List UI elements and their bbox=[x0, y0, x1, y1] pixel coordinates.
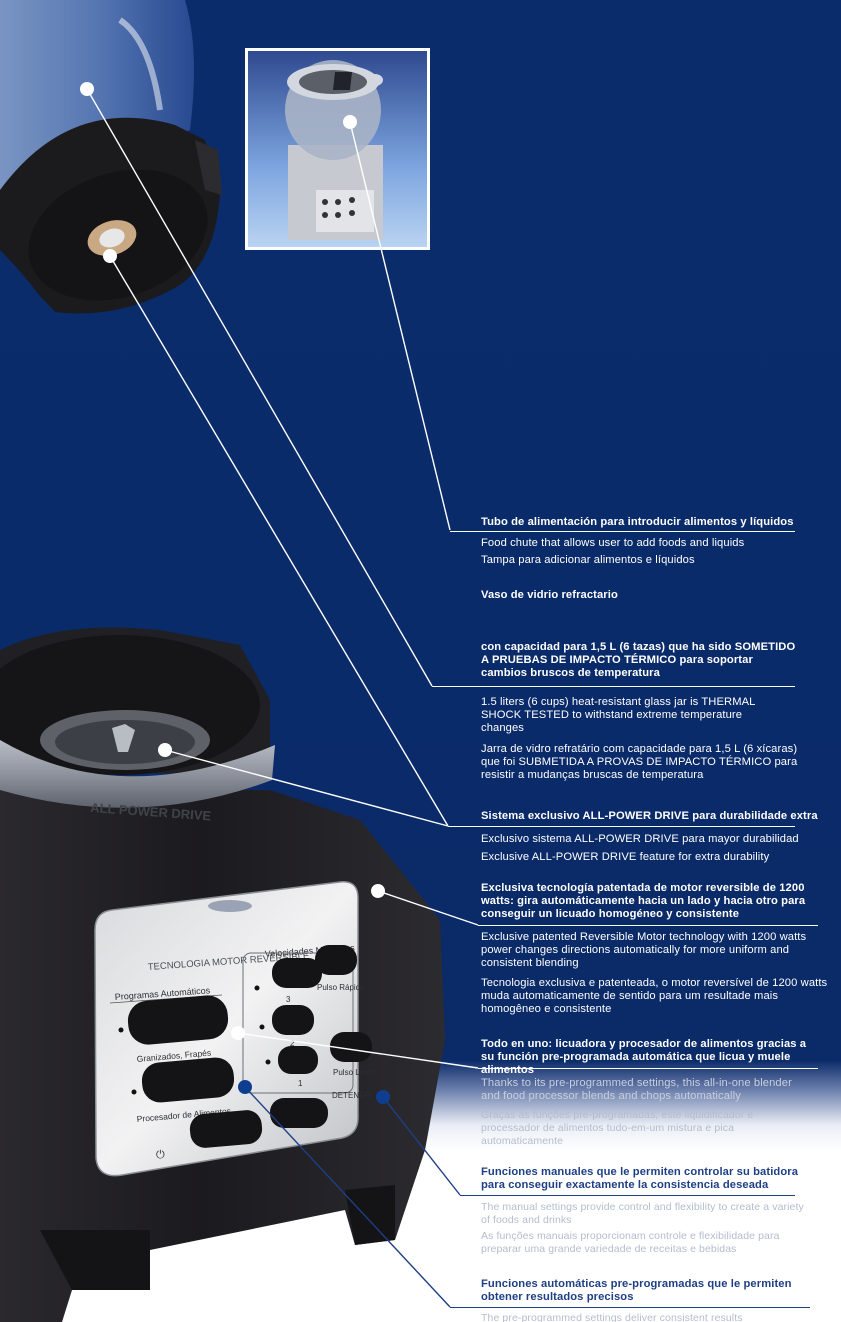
procesador-button[interactable] bbox=[140, 1056, 235, 1104]
jar-spanish: con capacidad para 1,5 L (6 tazas) que h… bbox=[481, 641, 796, 679]
auto-english: The pre-programmed settings deliver cons… bbox=[481, 1312, 743, 1322]
underline-manual bbox=[460, 1195, 795, 1196]
manual-heading: Funciones manuales que le permiten contr… bbox=[481, 1166, 799, 1191]
pulso-rapido-label: Pulso Rápido bbox=[317, 983, 365, 992]
callout-lines-dark bbox=[244, 1086, 461, 1308]
power-icon: ⏻ bbox=[156, 1148, 165, 1161]
callout-lines bbox=[86, 88, 479, 1069]
allinone-heading: Todo en uno: licuadora y procesador de a… bbox=[481, 1038, 807, 1076]
pulso-lento-label: Pulso Lento bbox=[333, 1068, 376, 1077]
allinone-portuguese: Graças às funções pré-programadas, este … bbox=[481, 1109, 754, 1147]
detener-label: DETENER bbox=[332, 1091, 370, 1100]
underline-jar bbox=[432, 686, 795, 687]
power-button[interactable] bbox=[189, 1109, 264, 1149]
inset-photo-food-chute bbox=[245, 48, 430, 250]
speed-3-label: 3 bbox=[286, 995, 291, 1004]
underline-allinone bbox=[478, 1068, 818, 1069]
motor-heading: Exclusiva tecnología patentada de motor … bbox=[481, 882, 806, 920]
speed-2-label: 2 bbox=[290, 1039, 295, 1048]
blender-base-image: ALL POWER DRIVE TECNOLOGIA MOTOR REVERSI… bbox=[0, 627, 445, 1322]
speed-3-button[interactable] bbox=[272, 958, 322, 988]
speed-2-button[interactable] bbox=[272, 1005, 314, 1035]
callout-dots bbox=[80, 82, 390, 1104]
jar-english: 1.5 liters (6 cups) heat-resistant glass… bbox=[481, 696, 756, 734]
allinone-english: Thanks to its pre-programmed settings, t… bbox=[481, 1077, 792, 1102]
chute-heading: Tubo de alimentación para introducir ali… bbox=[481, 516, 794, 528]
glass-jar-image bbox=[0, 0, 222, 314]
chute-english: Food chute that allows user to add foods… bbox=[481, 537, 745, 549]
underline-auto bbox=[450, 1307, 810, 1308]
jar-portuguese: Jarra de vidro refratário com capacidade… bbox=[481, 743, 798, 781]
underline-chute bbox=[450, 531, 795, 532]
drive-english: Exclusive ALL-POWER DRIVE feature for ex… bbox=[481, 851, 770, 863]
manual-portuguese: As funções manuais proporcionam controle… bbox=[481, 1230, 780, 1255]
pulso-lento-button[interactable] bbox=[330, 1032, 372, 1062]
speed-1-button[interactable] bbox=[278, 1046, 318, 1074]
motor-english: Exclusive patented Reversible Motor tech… bbox=[481, 931, 807, 969]
manual-english: The manual settings provide control and … bbox=[481, 1201, 804, 1226]
pulso-rapido-button[interactable] bbox=[315, 945, 357, 975]
detener-button[interactable] bbox=[270, 1098, 328, 1128]
underline-drive bbox=[448, 826, 795, 827]
jar-title: Vaso de vidrio refractario bbox=[481, 589, 618, 601]
speed-1-label: 1 bbox=[298, 1079, 303, 1088]
auto-heading: Funciones automáticas pre-programadas qu… bbox=[481, 1278, 792, 1303]
drive-heading: Sistema exclusivo ALL-POWER DRIVE para d… bbox=[481, 810, 818, 822]
drive-spanish: Exclusivo sistema ALL-POWER DRIVE para m… bbox=[481, 833, 799, 845]
motor-portuguese: Tecnologia exclusiva e patenteada, o mot… bbox=[481, 977, 828, 1015]
underline-motor bbox=[478, 925, 818, 926]
granizados-button[interactable] bbox=[126, 994, 229, 1047]
chute-portuguese: Tampa para adicionar alimentos e líquido… bbox=[481, 554, 695, 566]
